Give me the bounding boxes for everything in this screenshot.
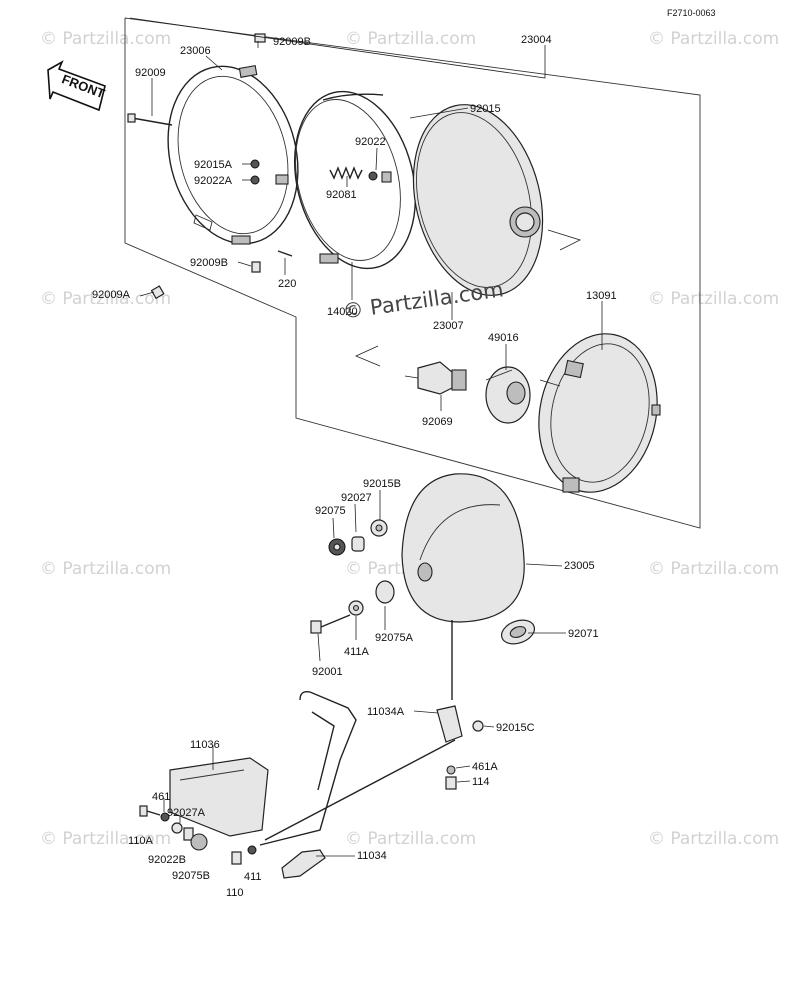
watermark-text: © Partzilla.com [40, 829, 171, 849]
part-label-11036: 11036 [190, 739, 220, 751]
part-label-92069: 92069 [422, 416, 453, 428]
part-labels: 23004 23006 92009B 92009 92015 92022 920… [92, 34, 617, 899]
grommet-icon [500, 619, 536, 645]
watermark-text: © Partzilla.com [345, 829, 476, 849]
watermark-text: © Partzilla.com [648, 559, 779, 579]
mount-bolt-assembly [310, 580, 395, 634]
assembly-outline [124, 17, 701, 529]
part-label-23005: 23005 [564, 560, 595, 572]
side-mount-hardware [328, 519, 388, 556]
part-label-411: 411 [244, 871, 262, 883]
part-label-92075a: 92075A [375, 632, 414, 644]
part-label-461a: 461A [472, 761, 498, 773]
part-label-11034a: 11034A [367, 706, 405, 718]
connector-arrow [539, 379, 561, 387]
part-label-13091: 13091 [586, 290, 617, 302]
watermark-text: © Partzilla.com [648, 29, 779, 49]
center-watermark: © Partzilla.com [341, 277, 505, 323]
figure-code: F2710-0063 [667, 8, 716, 18]
leader-lines [129, 17, 603, 857]
watermark-text: © Partzilla.com [40, 29, 171, 49]
part-label-110: 110 [226, 887, 244, 899]
part-label-114: 114 [472, 776, 490, 788]
part-label-92015c: 92015C [496, 722, 535, 734]
bracket-hardware [139, 805, 257, 865]
lens-rim-unit [538, 333, 661, 493]
part-label-92009: 92009 [135, 67, 166, 79]
part-label-92027: 92027 [341, 492, 372, 504]
adjusting-spring-icon [329, 166, 363, 180]
part-label-11034: 11034 [357, 850, 387, 862]
watermark-text: © Partzilla.com [345, 29, 476, 49]
part-label-92022b: 92022B [148, 854, 186, 866]
part-label-92071: 92071 [568, 628, 599, 640]
part-label-92075: 92075 [315, 505, 346, 517]
part-label-461: 461 [152, 791, 170, 803]
watermark-text: © Partzilla.com [40, 289, 171, 309]
bulb-socket [485, 366, 531, 424]
part-label-92022a: 92022A [194, 175, 233, 187]
part-label-92075b: 92075B [172, 870, 210, 882]
part-label-92022: 92022 [355, 136, 386, 148]
sealed-beam-unit [412, 104, 582, 296]
part-label-92015a: 92015A [194, 159, 233, 171]
part-label-92009a: 92009A [92, 289, 131, 301]
part-label-92009b-lower: 92009B [190, 257, 228, 269]
part-label-92009b: 92009B [273, 36, 311, 48]
part-label-49016: 49016 [488, 332, 519, 344]
part-label-92027a: 92027A [167, 807, 206, 819]
part-label-411a: 411A [344, 646, 370, 658]
part-label-92081: 92081 [326, 189, 357, 201]
part-label-23004: 23004 [521, 34, 552, 46]
part-label-92001: 92001 [312, 666, 343, 678]
part-label-92015b: 92015B [363, 478, 401, 490]
mounting-bracket-set [169, 620, 484, 879]
part-label-220: 220 [278, 278, 296, 290]
watermark-layer: © Partzilla.com © Partzilla.com © Partzi… [40, 29, 779, 849]
headlight-rim [167, 65, 299, 245]
watermark-text: © Partzilla.com [648, 289, 779, 309]
part-label-92015: 92015 [470, 103, 501, 115]
part-label-110a: 110A [128, 835, 154, 847]
watermark-text: © Partzilla.com [648, 829, 779, 849]
headlight-body-shell [401, 473, 525, 623]
front-arrow-icon: FRONT [47, 60, 107, 112]
headlight-bulb-icon [404, 361, 467, 395]
part-label-23006: 23006 [180, 45, 211, 57]
watermark-text: © Partzilla.com [40, 559, 171, 579]
fastener-set [127, 33, 392, 300]
part-label-14020: 14020 [327, 306, 358, 318]
part-label-23007: 23007 [433, 320, 464, 332]
connector-arrow [354, 345, 381, 367]
headlight-housing [275, 90, 417, 270]
